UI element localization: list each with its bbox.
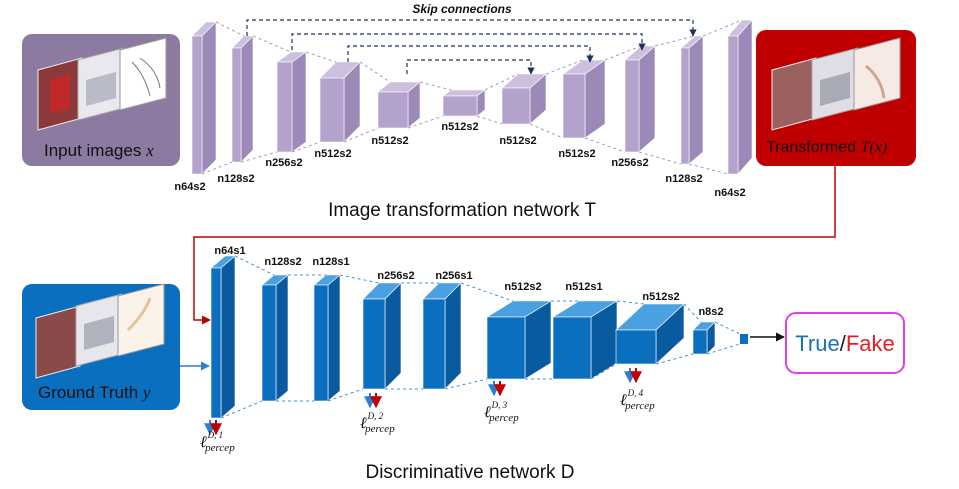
- transform-guide-line: [476, 115, 503, 125]
- discriminator-layer-label: n512s2: [642, 291, 679, 303]
- discriminator-guide-line: [590, 363, 617, 380]
- transformed-thumbnails: [771, 37, 901, 131]
- transform-layer-label: n64s2: [174, 181, 205, 193]
- discriminator-layer-block: [551, 300, 619, 380]
- discriminator-layer-label: n512s1: [565, 281, 602, 293]
- transform-layer-label: n512s2: [499, 135, 536, 147]
- transform-layer-block: [377, 81, 421, 129]
- discriminator-layer-label: n256s2: [377, 270, 414, 282]
- ground-truth-label: Ground Truth y: [38, 383, 151, 402]
- skip-connections: [246, 19, 697, 75]
- discriminator-guide-line: [655, 353, 694, 365]
- discriminator-layer-label: n512s2: [504, 281, 541, 293]
- discriminator-layer-block: [485, 300, 553, 380]
- transform-guide-line: [305, 51, 337, 63]
- transform-layer-block: [562, 59, 606, 139]
- discriminator-layer-block: [692, 321, 716, 355]
- discriminative-network-title: Discriminative network D: [365, 462, 574, 483]
- transformed-label: Transformed T(x): [766, 139, 887, 156]
- transform-layer-label: n128s2: [217, 173, 254, 185]
- input-images-label: Input images x: [44, 141, 154, 160]
- skip-connection-arrow: [291, 33, 646, 51]
- true-fake-box: [785, 312, 905, 374]
- discriminator-layer-block: [362, 282, 402, 390]
- discriminator-output-block: [740, 334, 748, 344]
- discriminator-guide-line: [234, 255, 275, 276]
- transform-layer-label: n64s2: [714, 187, 745, 199]
- transform-layer-block: [680, 35, 704, 165]
- transform-layer-block: [501, 73, 547, 125]
- discriminator-layer-label: n128s2: [264, 256, 301, 268]
- discriminator-guide-line: [714, 321, 741, 335]
- discriminator-guide-line: [220, 400, 263, 419]
- transform-guide-line: [584, 137, 626, 153]
- discriminator-guide-line: [444, 378, 488, 390]
- transform-layer-block: [319, 61, 361, 143]
- transform-guide-line: [343, 127, 379, 143]
- transform-guide-line: [702, 19, 743, 37]
- transform-layer-block: [191, 21, 217, 175]
- transform-network-title: Image transformation network T: [328, 200, 596, 221]
- transform-guide-line: [359, 61, 391, 83]
- transform-guide-line: [545, 59, 584, 75]
- transform-guide-line: [638, 151, 682, 165]
- transform-guide-line: [688, 163, 729, 175]
- discriminator-layer-label: n64s1: [214, 245, 245, 257]
- skip-connections-label: Skip connections: [412, 2, 512, 16]
- skip-connection-arrow: [347, 45, 594, 63]
- transform-layer-block: [231, 35, 254, 163]
- skip-connection-arrow: [246, 19, 697, 37]
- discriminator-guide-line: [339, 274, 380, 284]
- discriminator-layer-label: n256s1: [435, 270, 472, 282]
- transform-layer-label: n128s2: [665, 173, 702, 185]
- discriminative-network-blocks: n64s1 n128s2 n128s1 n256s2 n256s1 n512s2 n512s…: [210, 245, 748, 419]
- transform-layer-label: n256s2: [265, 157, 302, 169]
- input-thumbnails: [37, 37, 167, 131]
- discriminator-layer-label: n128s1: [312, 256, 349, 268]
- transform-guide-line: [252, 35, 292, 53]
- transform-layer-label: n512s2: [558, 148, 595, 160]
- transform-guide-line: [201, 161, 233, 175]
- transformed-to-discriminator-connector: [193, 166, 836, 325]
- transform-guide-line: [240, 151, 278, 163]
- transform-layer-label: n512s2: [314, 148, 351, 160]
- transform-layer-label: n256s2: [611, 157, 648, 169]
- discriminator-layer-block: [615, 303, 685, 365]
- transform-layer-block: [727, 19, 753, 175]
- transform-layer-label: n512s2: [441, 121, 478, 133]
- discriminator-guide-line: [327, 388, 364, 402]
- transform-guide-line: [407, 115, 444, 129]
- transform-guide-line: [654, 35, 696, 47]
- transform-guide-line: [604, 45, 642, 61]
- ground-truth-thumbnails: [35, 283, 165, 379]
- discriminator-guide-line: [616, 300, 645, 305]
- transform-layer-label: n512s2: [371, 135, 408, 147]
- transform-layer-block: [276, 51, 307, 153]
- skip-connection-arrow: [406, 59, 535, 75]
- discriminator-layer-label: n8s2: [698, 306, 723, 318]
- discriminator-layer-block: [261, 274, 289, 402]
- discriminator-guide-line: [683, 303, 702, 323]
- true-fake-label: True/Fake: [795, 331, 894, 356]
- discriminator-layer-block: [210, 255, 236, 419]
- discriminator-layer-block: [422, 282, 462, 390]
- discriminator-layer-block: [313, 274, 341, 402]
- transform-layer-block: [442, 89, 486, 117]
- transform-network-blocks: n64s2 n128s2 n256s2 n512s2 n512s2 n512s2 n512s…: [174, 19, 753, 199]
- transform-guide-line: [484, 73, 519, 91]
- transform-layer-block: [624, 45, 656, 153]
- transform-guide-line: [215, 21, 245, 37]
- transform-guide-line: [419, 81, 452, 91]
- transform-guide-line: [291, 141, 321, 153]
